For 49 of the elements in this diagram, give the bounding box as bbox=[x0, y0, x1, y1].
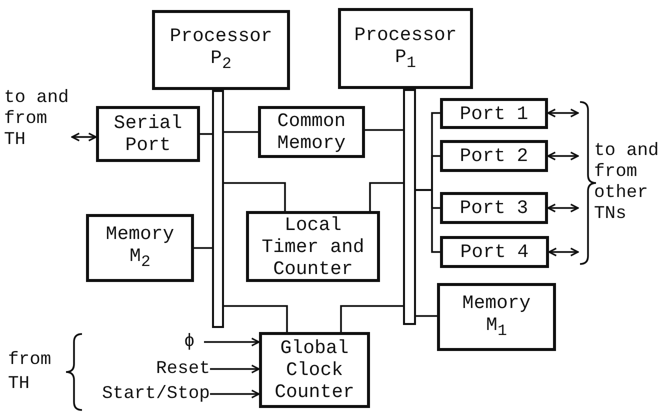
box-label: Port 3 bbox=[460, 197, 528, 219]
connector-line bbox=[200, 133, 212, 135]
connector-line bbox=[194, 247, 212, 249]
timer-box bbox=[246, 211, 380, 282]
bus-bar bbox=[212, 90, 224, 328]
connector-line bbox=[224, 305, 288, 332]
connector-line bbox=[416, 315, 437, 317]
port-box bbox=[440, 140, 548, 172]
arrow bbox=[548, 248, 579, 256]
signal-label: to and from other TNs bbox=[578, 102, 668, 264]
box-label: Processor P$_{1}$ bbox=[354, 24, 457, 74]
connector-line bbox=[340, 305, 403, 332]
arrow bbox=[547, 152, 579, 160]
box-label: Port 2 bbox=[460, 145, 528, 167]
arrow bbox=[547, 108, 579, 118]
port-box bbox=[440, 98, 548, 129]
port-box bbox=[96, 106, 200, 162]
connector-line bbox=[224, 131, 258, 133]
arrow bbox=[210, 364, 260, 374]
processor-box bbox=[338, 8, 473, 89]
signal-label: ϕ bbox=[184, 330, 204, 354]
connector-line bbox=[365, 129, 403, 131]
arrow bbox=[210, 390, 260, 398]
signal-label: to and from TH bbox=[4, 86, 72, 152]
box-label: Memory M$_{2}$ bbox=[106, 223, 174, 273]
memory-box bbox=[258, 106, 365, 158]
connector-line bbox=[224, 182, 286, 211]
box-label: Processor P$_{2}$ bbox=[170, 25, 272, 75]
signal-label: Start/Stop bbox=[96, 382, 210, 406]
box-label: Common Memory bbox=[277, 110, 346, 154]
memory-box bbox=[437, 283, 556, 351]
box-label: Memory M$_{1}$ bbox=[462, 292, 531, 342]
box-label: Serial Port bbox=[114, 112, 182, 156]
bus-bar bbox=[403, 89, 416, 325]
port-box bbox=[440, 236, 549, 268]
memory-box bbox=[86, 214, 194, 282]
box-label: Port 4 bbox=[460, 241, 529, 263]
arrow bbox=[204, 338, 260, 346]
arrow bbox=[547, 204, 579, 212]
note-label: from TH bbox=[8, 349, 52, 396]
box-label: Port 1 bbox=[460, 102, 528, 124]
box-label: Local Timer and Counter bbox=[260, 214, 366, 280]
port-box bbox=[440, 192, 548, 224]
clock-counter-box bbox=[259, 332, 370, 408]
arrow bbox=[71, 132, 97, 142]
connector-line bbox=[369, 182, 403, 211]
processor-box bbox=[152, 10, 290, 90]
box-label: Global Clock Counter bbox=[274, 337, 356, 403]
signal-label: Reset bbox=[140, 357, 210, 381]
